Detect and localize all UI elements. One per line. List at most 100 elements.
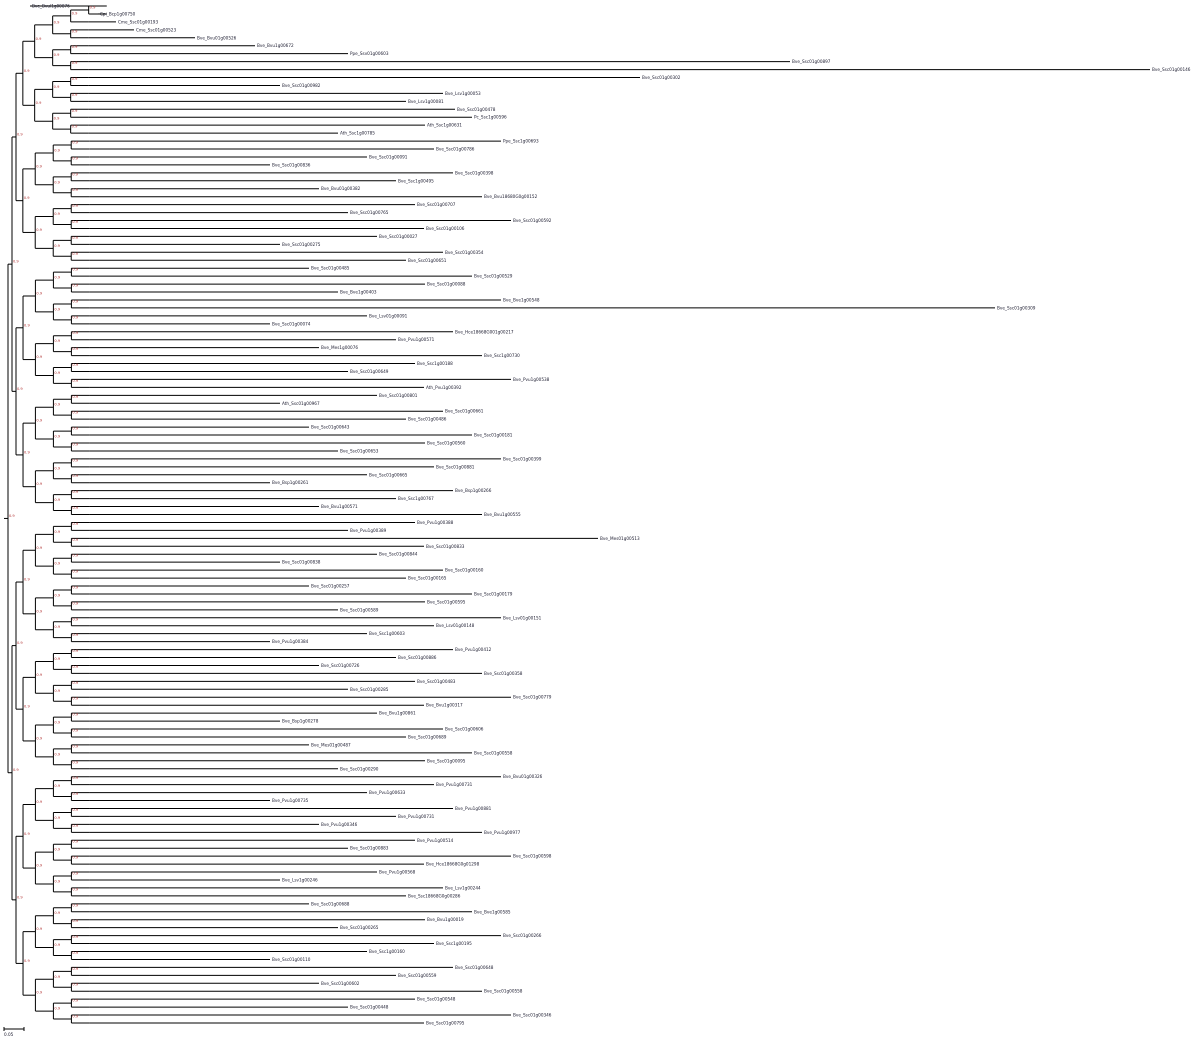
support-value: 0.9 [72, 728, 78, 732]
tip-label: Bve_Bvu1g00555 [484, 512, 521, 517]
tip-label: Bve_Ssc01g00399 [503, 456, 542, 461]
tip-label: Bve_Ssc01g00529 [474, 274, 513, 279]
support-value: 0.9 [54, 848, 60, 852]
support-value: 0.9 [72, 570, 78, 574]
support-value: 0.9 [72, 490, 78, 494]
tip-label: Bve_Bvu1g00571 [321, 504, 358, 509]
support-value: 0.9 [72, 411, 78, 415]
support-value: 0.9 [72, 109, 78, 113]
tip-label: Bve_Ssc01g00765 [350, 210, 389, 215]
support-value: 0.9 [54, 530, 60, 534]
tip-label: Bve_Pvu1g00881 [455, 806, 492, 811]
tip-label: Bve_Ssc01g00651 [408, 258, 447, 263]
support-value: 0.9 [72, 522, 78, 526]
support-value: 0.9 [72, 999, 78, 1003]
support-value: 0.9 [54, 339, 60, 343]
tip-label: Bve_Ssc01g00665 [369, 472, 408, 477]
tip-label: Bve_Ssc1g00767 [398, 496, 434, 501]
support-value: 0.9 [72, 29, 78, 33]
tip-label: Bve_Mes1g00076 [321, 345, 358, 350]
tip-label: Bve_Ssc01g00354 [445, 250, 484, 255]
support-value: 0.9 [72, 824, 78, 828]
support-value: 0.9 [54, 20, 60, 24]
tip-label: Bve_Ssc01g00688 [311, 901, 350, 906]
support-value: 0.9 [72, 442, 78, 446]
tip-label: Bve_Ssc01g00649 [350, 369, 389, 374]
tip-label: Bve_Ssc01g00589 [340, 607, 379, 612]
support-value: 0.9 [72, 617, 78, 621]
tip-label: Cme_Ssc01g00193 [118, 19, 158, 24]
support-value: 0.9 [24, 832, 30, 836]
tip-label: Ath_Ssc01g00967 [282, 401, 320, 406]
support-value: 0.9 [72, 872, 78, 876]
tip-label: Bve_Bsp1g00278 [282, 719, 319, 724]
support-value: 0.9 [72, 427, 78, 431]
support-value: 0.9 [36, 37, 42, 41]
tip-label: Bve_Ssc01g00661 [445, 409, 484, 414]
tip-label: Bve_Ssc01g00309 [997, 305, 1036, 310]
tip-label: Bve_Ssc01g00285 [350, 687, 389, 692]
tip-label: Bve_Ssc01g00833 [426, 544, 465, 549]
support-value: 0.9 [72, 77, 78, 81]
support-value: 0.9 [72, 856, 78, 860]
tip-label: Bve_Bsp1g00261 [272, 480, 309, 485]
support-value: 0.9 [72, 951, 78, 955]
tree-labels: 0.9 0.9 0.9 0.9 0.9 0.9 0.9 0.9 0.9 0.9 0.9 0.9 0.9 0… [9, 4, 1191, 1026]
support-value: 0.9 [72, 633, 78, 637]
support-value: 0.9 [72, 268, 78, 272]
support-value: 0.9 [24, 959, 30, 963]
tip-label: Bve_Ssc01g00726 [321, 663, 360, 668]
tip-label: Bve_Ssc01g00707 [417, 202, 456, 207]
tip-label: Bve_Pvu1g00633 [369, 790, 406, 795]
tip-label: Bve_Ssc01g00982 [282, 83, 321, 88]
tip-label: Bve_Ssc01g00689 [408, 734, 447, 739]
tip-label: Ath_Ssc1g00631 [427, 123, 462, 128]
tip-label: Bve_Lsv1g00246 [282, 877, 318, 882]
support-value: 0.9 [36, 736, 42, 740]
tip-label: Bve_Ssc01g00795 [426, 1021, 465, 1026]
tip-label: Bve_Pvu1g00571 [398, 337, 435, 342]
tip-label: Bve_Ssc01g00485 [311, 266, 350, 271]
support-value: 0.9 [54, 721, 60, 725]
tip-label: Bve_Ssc01g00398 [455, 170, 494, 175]
support-value: 0.9 [9, 514, 15, 518]
tip-label: Bve_Ssc01g00595 [427, 599, 466, 604]
support-value: 0.9 [72, 379, 78, 383]
support-value: 0.9 [72, 315, 78, 319]
support-value: 0.9 [54, 689, 60, 693]
support-value: 0.9 [54, 466, 60, 470]
tip-label: Bve_Ssc01g00559 [398, 973, 437, 978]
tip-label: Bve_Ssc01g00358 [484, 671, 523, 676]
support-value: 0.9 [54, 276, 60, 280]
support-value: 0.9 [24, 450, 30, 454]
tip-label: Bve_Pvu1g00384 [272, 639, 309, 644]
support-value: 0.9 [72, 220, 78, 224]
support-value: 0.9 [72, 347, 78, 351]
tip-label: Bve_Ssc01g00486 [408, 417, 447, 422]
tip-label: Bve_Ssc01g00883 [350, 846, 389, 851]
support-value: 0.9 [72, 458, 78, 462]
support-value: 0.9 [72, 840, 78, 844]
support-value: 0.9 [36, 800, 42, 804]
tip-label: Bve_Ssc01g00844 [379, 552, 418, 557]
support-value: 0.9 [36, 164, 42, 168]
tip-label: Bve_Ssc01g00648 [455, 965, 494, 970]
support-value: 0.9 [72, 744, 78, 748]
tip-label: Cme_Ssc01g00523 [136, 27, 176, 32]
support-value: 0.9 [36, 609, 42, 613]
tip-label: Bve_Ssc01g00257 [311, 584, 350, 589]
tip-label: Bve_Ssc01g00886 [398, 655, 437, 660]
tip-label: Bve_Ssc01g00558 [484, 989, 523, 994]
tip-label: Bve_Bvu1g00019 [427, 917, 464, 922]
support-value: 0.9 [72, 474, 78, 478]
support-value: 0.9 [36, 292, 42, 296]
tip-label: Bve_Ssc01g00346 [513, 1013, 552, 1018]
support-value: 0.9 [90, 5, 96, 9]
tip-label: Bve_Bve1g00585 [474, 909, 511, 914]
tip-label: Bve_Pvu1g00538 [513, 377, 550, 382]
tip-label: Bve_Ssc01g00074 [272, 321, 311, 326]
support-value: 0.9 [36, 101, 42, 105]
support-value: 0.9 [72, 141, 78, 145]
tip-label: Bve_Ssc01g00179 [474, 591, 513, 596]
